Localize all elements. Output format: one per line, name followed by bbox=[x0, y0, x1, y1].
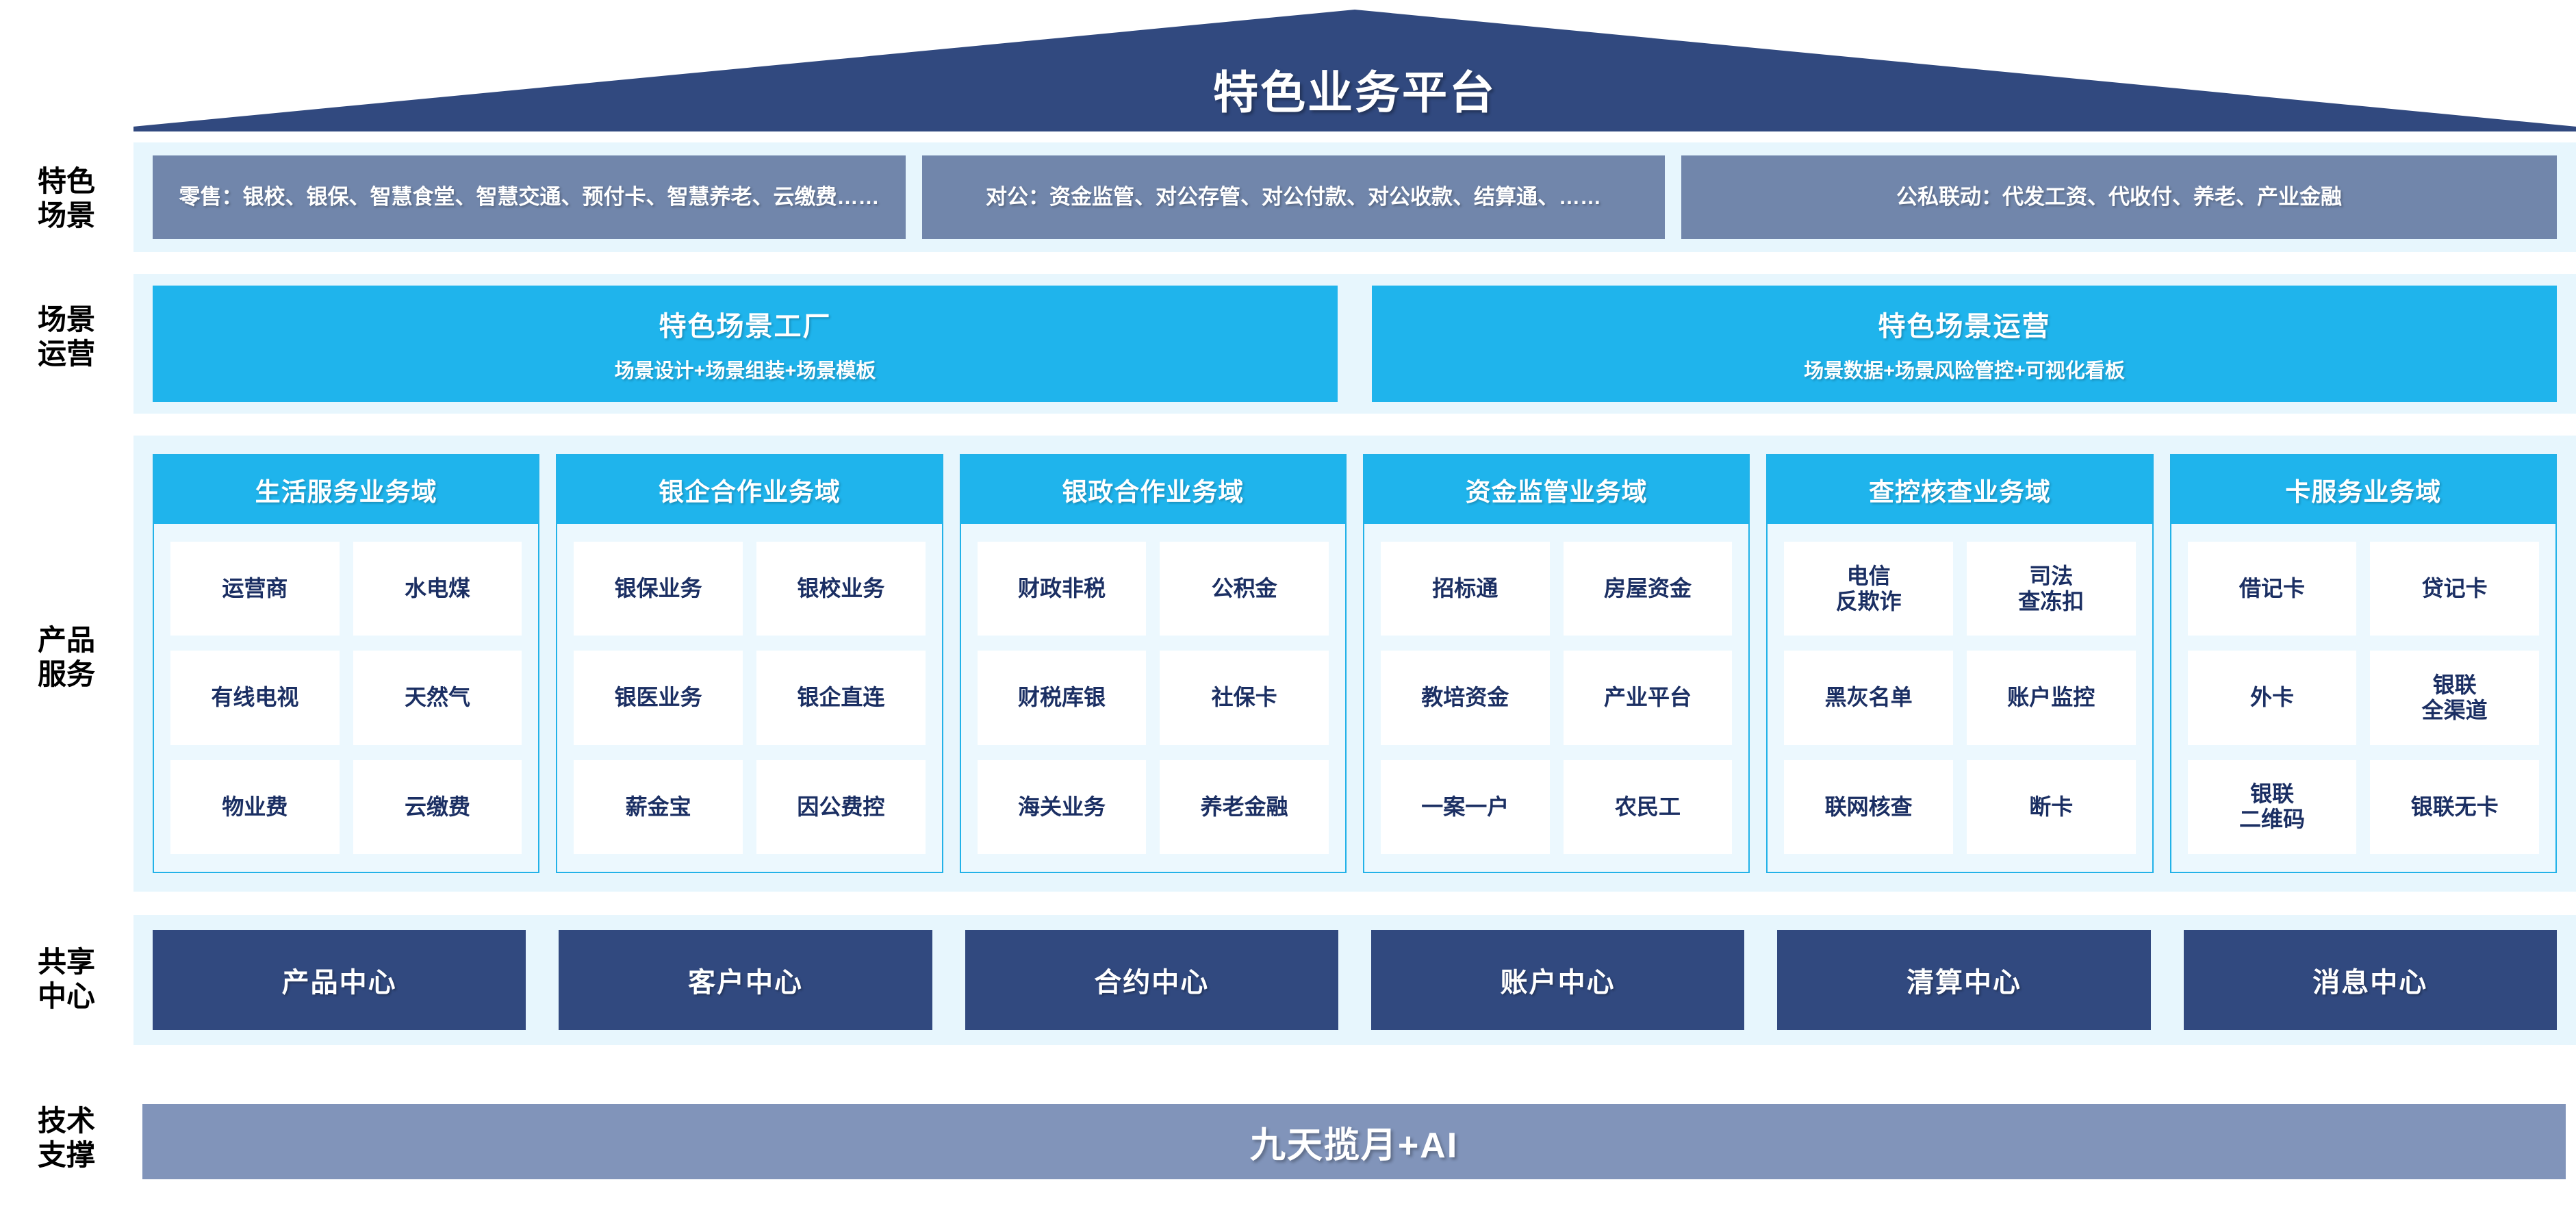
tile[interactable]: 有线电视 bbox=[170, 651, 340, 745]
domain-fund-supervision[interactable]: 资金监管业务域 招标通 房屋资金 教培资金 产业平台 一案一户 农民工 bbox=[1362, 454, 1750, 873]
platform-title: 特色业务平台 bbox=[1213, 67, 1496, 118]
tile[interactable]: 银联 全渠道 bbox=[2370, 651, 2539, 745]
scene-box-corporate[interactable]: 对公：资金监管、对公存管、对公付款、对公收款、结算通、…… bbox=[922, 155, 1665, 239]
rail-label-shared: 共享 中心 bbox=[37, 946, 95, 1012]
shared-center-account[interactable]: 账户中心 bbox=[1370, 930, 1745, 1030]
tile[interactable]: 社保卡 bbox=[1160, 651, 1329, 745]
shared-centers-band: 产品中心 客户中心 合约中心 账户中心 清算中心 消息中心 bbox=[133, 915, 2576, 1045]
domain-investigation[interactable]: 查控核查业务域 电信 反欺诈 司法 查冻扣 黑灰名单 账户监控 联网核查 断卡 bbox=[1766, 454, 2154, 873]
operations-title: 特色场景运营 bbox=[1878, 312, 2051, 342]
domain-life-service[interactable]: 生活服务业务域 运营商 水电煤 有线电视 天然气 物业费 云缴费 bbox=[153, 454, 540, 873]
rail-label-tech: 技术 支撑 bbox=[37, 1105, 95, 1171]
tile[interactable]: 教培资金 bbox=[1380, 651, 1550, 745]
tile[interactable]: 产业平台 bbox=[1563, 651, 1733, 745]
domain-card-service[interactable]: 卡服务业务域 借记卡 贷记卡 外卡 银联 全渠道 银联 二维码 银联无卡 bbox=[2169, 454, 2557, 873]
tile[interactable]: 银保业务 bbox=[574, 542, 743, 636]
tech-support-bar[interactable]: 九天揽月+AI bbox=[142, 1104, 2566, 1179]
domain-title: 银政合作业务域 bbox=[960, 455, 1345, 524]
tile[interactable]: 财政非税 bbox=[977, 542, 1147, 636]
domain-bank-enterprise[interactable]: 银企合作业务域 银保业务 银校业务 银医业务 银企直连 薪金宝 因公费控 bbox=[556, 454, 943, 873]
products-band: 生活服务业务域 运营商 水电煤 有线电视 天然气 物业费 云缴费 银企合作业务域… bbox=[133, 436, 2576, 892]
tile[interactable]: 招标通 bbox=[1380, 542, 1550, 636]
operations-box-scene-factory[interactable]: 特色场景工厂 场景设计+场景组装+场景模板 bbox=[153, 286, 1338, 402]
tile[interactable]: 海关业务 bbox=[977, 759, 1147, 854]
shared-centers-row: 产品中心 客户中心 合约中心 账户中心 清算中心 消息中心 bbox=[133, 915, 2576, 1045]
rail-label-operations: 场景 运营 bbox=[37, 303, 95, 370]
tile[interactable]: 黑灰名单 bbox=[1784, 651, 1953, 745]
platform-roof: 特色业务平台 bbox=[133, 10, 2576, 131]
tile[interactable]: 司法 查冻扣 bbox=[1966, 542, 2136, 636]
tile[interactable]: 联网核查 bbox=[1784, 759, 1953, 854]
domain-title: 资金监管业务域 bbox=[1364, 455, 1749, 524]
operations-box-scene-operation[interactable]: 特色场景运营 场景数据+场景风险管控+可视化看板 bbox=[1372, 286, 2557, 402]
scene-band: 零售：银校、银保、智慧食堂、智慧交通、预付卡、智慧养老、云缴费…… 对公：资金监… bbox=[133, 142, 2576, 252]
tile[interactable]: 账户监控 bbox=[1966, 651, 2136, 745]
shared-center-customer[interactable]: 客户中心 bbox=[559, 930, 932, 1030]
shared-center-product[interactable]: 产品中心 bbox=[153, 930, 526, 1030]
rail-label-scene: 特色 场景 bbox=[37, 165, 95, 231]
tile[interactable]: 银联无卡 bbox=[2370, 759, 2539, 854]
shared-center-message[interactable]: 消息中心 bbox=[2183, 930, 2557, 1030]
tile[interactable]: 薪金宝 bbox=[574, 759, 743, 854]
tile[interactable]: 天然气 bbox=[353, 651, 522, 745]
products-row: 生活服务业务域 运营商 水电煤 有线电视 天然气 物业费 云缴费 银企合作业务域… bbox=[133, 436, 2576, 892]
domain-tile-grid: 运营商 水电煤 有线电视 天然气 物业费 云缴费 bbox=[154, 524, 538, 872]
scene-box-retail[interactable]: 零售：银校、银保、智慧食堂、智慧交通、预付卡、智慧养老、云缴费…… bbox=[153, 155, 906, 239]
operations-row: 特色场景工厂 场景设计+场景组装+场景模板 特色场景运营 场景数据+场景风险管控… bbox=[133, 274, 2576, 414]
operations-subtitle: 场景数据+场景风险管控+可视化看板 bbox=[1804, 360, 2125, 382]
tile[interactable]: 贷记卡 bbox=[2370, 542, 2539, 636]
domain-tile-grid: 借记卡 贷记卡 外卡 银联 全渠道 银联 二维码 银联无卡 bbox=[2171, 524, 2555, 872]
tile[interactable]: 房屋资金 bbox=[1563, 542, 1733, 636]
tile[interactable]: 一案一户 bbox=[1380, 759, 1550, 854]
domain-bank-government[interactable]: 银政合作业务域 财政非税 公积金 财税库银 社保卡 海关业务 养老金融 bbox=[959, 454, 1347, 873]
tile[interactable]: 电信 反欺诈 bbox=[1784, 542, 1953, 636]
domain-title: 银企合作业务域 bbox=[557, 455, 942, 524]
operations-subtitle: 场景设计+场景组装+场景模板 bbox=[614, 360, 876, 382]
tile[interactable]: 银联 二维码 bbox=[2187, 759, 2357, 854]
shared-center-contract[interactable]: 合约中心 bbox=[965, 930, 1338, 1030]
domain-title: 生活服务业务域 bbox=[154, 455, 539, 524]
domain-tile-grid: 电信 反欺诈 司法 查冻扣 黑灰名单 账户监控 联网核查 断卡 bbox=[1768, 524, 2152, 872]
tile[interactable]: 养老金融 bbox=[1160, 759, 1329, 854]
domain-tile-grid: 银保业务 银校业务 银医业务 银企直连 薪金宝 因公费控 bbox=[557, 524, 941, 872]
tile[interactable]: 断卡 bbox=[1966, 759, 2136, 854]
tile[interactable]: 水电煤 bbox=[353, 542, 522, 636]
domain-tile-grid: 财政非税 公积金 财税库银 社保卡 海关业务 养老金融 bbox=[961, 524, 1345, 872]
tile[interactable]: 农民工 bbox=[1563, 759, 1733, 854]
rail-label-products: 产品 服务 bbox=[37, 624, 95, 690]
tile[interactable]: 运营商 bbox=[170, 542, 340, 636]
tile[interactable]: 借记卡 bbox=[2187, 542, 2357, 636]
operations-band: 特色场景工厂 场景设计+场景组装+场景模板 特色场景运营 场景数据+场景风险管控… bbox=[133, 274, 2576, 414]
tile[interactable]: 外卡 bbox=[2187, 651, 2357, 745]
tile[interactable]: 银医业务 bbox=[574, 651, 743, 745]
tile[interactable]: 因公费控 bbox=[756, 759, 926, 854]
tile[interactable]: 云缴费 bbox=[353, 759, 522, 854]
tile[interactable]: 物业费 bbox=[170, 759, 340, 854]
domain-title: 查控核查业务域 bbox=[1768, 455, 2152, 524]
operations-title: 特色场景工厂 bbox=[659, 312, 832, 342]
scene-box-public-private[interactable]: 公私联动：代发工资、代收付、养老、产业金融 bbox=[1681, 155, 2557, 239]
tile[interactable]: 公积金 bbox=[1160, 542, 1329, 636]
shared-center-clearing[interactable]: 清算中心 bbox=[1777, 930, 2151, 1030]
tile[interactable]: 财税库银 bbox=[977, 651, 1147, 745]
tile[interactable]: 银企直连 bbox=[756, 651, 926, 745]
domain-title: 卡服务业务域 bbox=[2171, 455, 2555, 524]
tile[interactable]: 银校业务 bbox=[756, 542, 926, 636]
scene-row: 零售：银校、银保、智慧食堂、智慧交通、预付卡、智慧养老、云缴费…… 对公：资金监… bbox=[133, 142, 2576, 252]
domain-tile-grid: 招标通 房屋资金 教培资金 产业平台 一案一户 农民工 bbox=[1364, 524, 1748, 872]
